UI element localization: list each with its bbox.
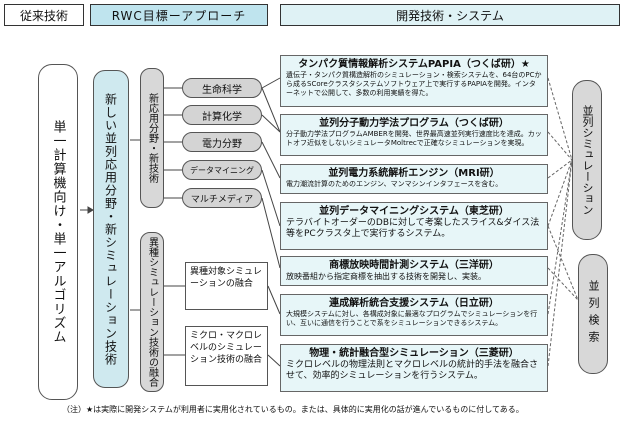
system-desc: ミクロレベルの物理法則とマクロレベルの統計的手法を融合させて、効率的シミュレーシ… [286,360,539,381]
dash-1 [547,77,573,161]
system-title: タンパク質情報解析システムPAPIA（つくば研）★ [286,58,542,71]
fusion-micro-macro: ミクロ・マクロレベルのシミュレーション技術の融合 [185,326,268,386]
system-coupled-analysis: 連成解析統合支援システム（日立研） 大規模システムに対し、各構成対象に最適なプロ… [280,294,548,336]
system-data-mining: 並列データマイニングシステム（東芝研） テラバイトオーダーのDBに対して考案した… [280,202,548,250]
field-label: データマイニング [190,165,254,175]
header-rwc: RWC目標ーアプローチ [90,4,268,26]
right-label-text: 並列シミュレーション [581,105,594,215]
footnote: （注）★は実際に開発システムが利用者に実用化されているもの。または、具体的に実用… [62,405,524,414]
header-conventional-label: 従来技術 [19,8,68,23]
label-parallel-search: 並列検索 [578,254,608,374]
fusion-item-label: ミクロ・マクロレベルのシミュレーション技術の融合 [190,331,263,365]
rwc-main-label: 新しい並列応用分野・新シミュレーション技術 [103,92,118,366]
header-rwc-label: RWC目標ーアプローチ [111,8,247,23]
dash-2 [547,131,573,161]
link-power-engine [261,141,281,179]
system-desc: 電力潮流計算のためのエンジン、マンマシンインタフェースを含む。 [286,180,503,188]
system-papia: タンパク質情報解析システムPAPIA（つくば研）★ 遺伝子・タンパク質構造解析の… [280,55,548,107]
conventional-box-label: 単一計算機向け・単一アルゴリズム [50,120,66,344]
dash-5 [547,267,579,301]
link-bio-md [261,87,281,133]
system-title: 物理・統計融合型シミュレーション（三菱研） [309,348,519,359]
system-title: 商標放映時間計測システム（三洋研） [329,260,499,271]
field-power: 電力分野 [182,132,262,152]
system-title: 連成解析統合支援システム（日立研） [329,298,499,309]
link-dm-system [261,169,281,227]
arrowhead [87,206,94,214]
system-md: 並列分子動力学法プログラム（つくば研） 分子動力学法プログラムAMBERを開発、… [280,114,548,156]
fusion-heterogeneous: 異種対象シミュレーションの融合 [185,262,268,310]
system-title: 並列データマイニングシステム（東芝研） [319,206,509,217]
system-desc: テラバイトオーダーのDBに対して考案したスライス&ダイス法等をPCクラスタ上で実… [286,218,540,239]
dash-3 [547,159,573,179]
label-parallel-simulation: 並列シミュレーション [572,80,602,240]
system-title: 並列分子動力学法プログラム（つくば研） [319,118,509,129]
dash-4 [547,159,573,227]
system-title-text: タンパク質情報解析システムPAPIA（つくば研） [298,59,521,70]
field-data-mining: データマイニング [182,160,262,180]
link-bio-papia [261,77,281,89]
header-dev-label: 開発技術・システム [396,8,504,23]
dash-4b [547,225,579,301]
field-label: 生命科学 [202,84,242,96]
field-multimedia: マルチメディア [182,188,262,208]
system-phys-stat: 物理・統計融合型シミュレーション（三菱研） ミクロレベルの物理法則とマクロレベル… [280,344,548,392]
new-field-group: 新応用分野・新技術 [140,68,164,208]
field-label: 電力分野 [202,138,242,150]
link-mm-trademark [261,197,281,269]
dash-6 [547,159,573,315]
system-desc: 大規模システムに対し、各構成対象に最適なプログラムでシミュレーションを行い、互い… [286,310,538,327]
header-conventional: 従来技術 [4,4,84,26]
new-field-group-label: 新応用分野・新技術 [146,93,158,183]
field-computational-chemistry: 計算化学 [182,105,262,125]
system-desc: 放映番組から指定商標を抽出する技術を開発し、実装。 [286,272,486,281]
link-fu1-coupled [267,285,281,315]
star-icon: ★ [520,59,530,70]
link-fu2-physstat [267,354,281,367]
system-title: 並列電力系統解析エンジン（MRI研） [328,168,500,179]
right-label-text: 並列検索 [587,280,600,348]
field-life-science: 生命科学 [182,78,262,98]
system-trademark: 商標放映時間計測システム（三洋研） 放映番組から指定商標を抽出する技術を開発し、… [280,256,548,286]
fusion-group: 異種シミュレーション技術の融合 [140,232,164,392]
field-label: マルチメディア [190,194,254,205]
fusion-group-label: 異種シミュレーション技術の融合 [146,237,158,387]
field-label: 計算化学 [202,111,242,123]
link-chem-md [261,114,281,133]
system-desc: 分子動力学法プログラムAMBERを開発、世界最高速並列実行速度比を達成。カットオ… [286,130,542,147]
rwc-main-box: 新しい並列応用分野・新シミュレーション技術 [93,70,129,388]
conventional-box: 単一計算機向け・単一アルゴリズム [38,64,78,400]
fusion-item-label: 異種対象シミュレーションの融合 [190,267,262,289]
dash-7 [547,159,573,367]
system-power-engine: 並列電力系統解析エンジン（MRI研） 電力潮流計算のためのエンジン、マンマシンイ… [280,164,548,194]
header-dev: 開発技術・システム [280,4,620,26]
system-desc: 遺伝子・タンパク質構造解析のシミュレーション・検索システムを、64台のPCから成… [286,71,542,97]
